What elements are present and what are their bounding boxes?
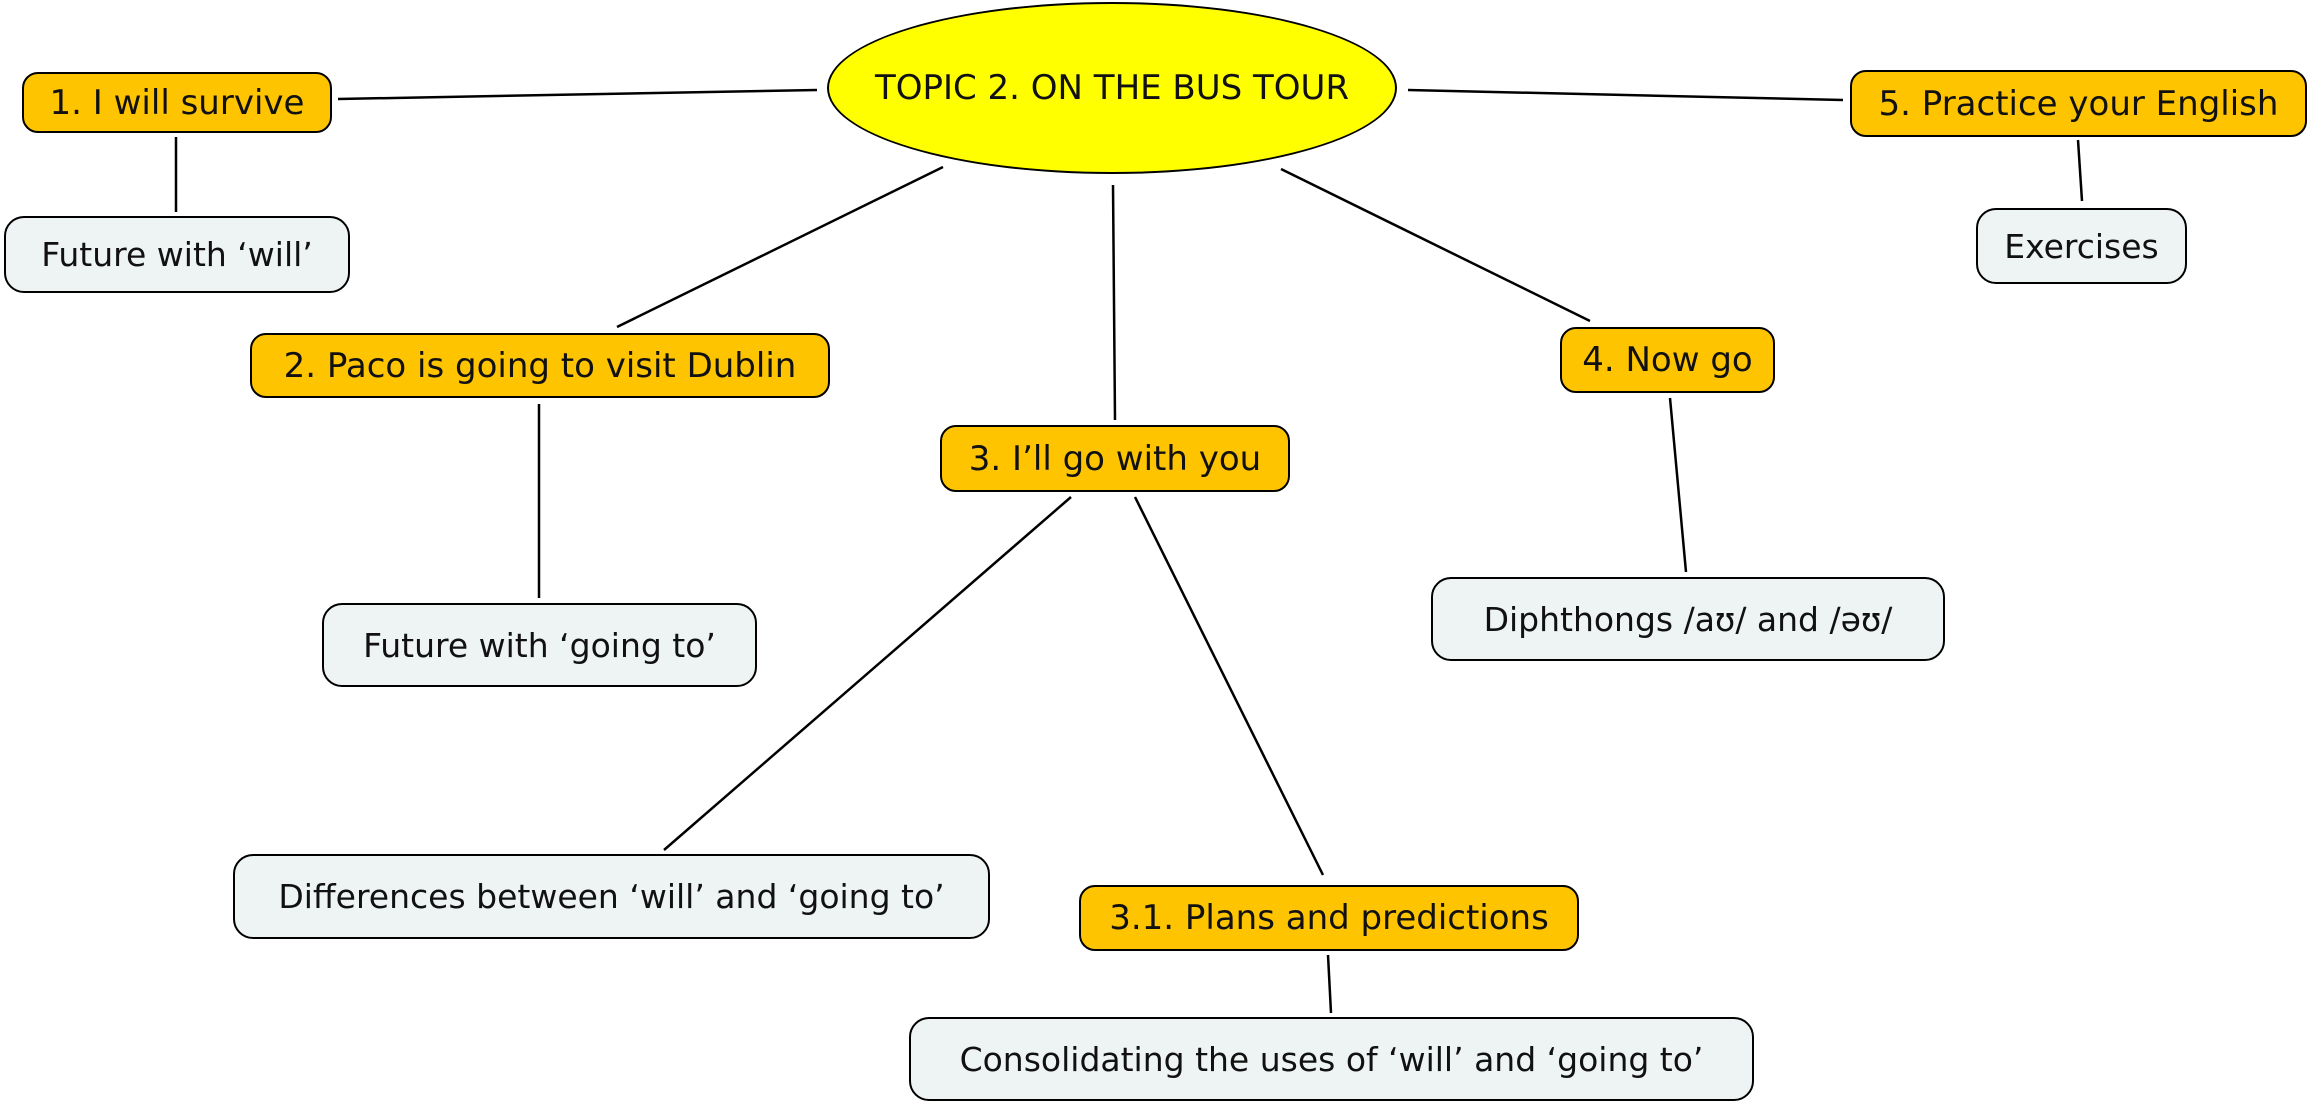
concept-node-future-going-to: Future with ‘going to’ bbox=[322, 603, 757, 687]
concept-node-differences: Differences between ‘will’ and ‘going to… bbox=[233, 854, 990, 939]
topic-node-1-label: 1. I will survive bbox=[49, 82, 305, 123]
link-t31-c31 bbox=[1326, 954, 1333, 1014]
topic-node-5-label: 5. Practice your English bbox=[1878, 83, 2279, 124]
concept-node-future-will-label: Future with ‘will’ bbox=[41, 235, 313, 274]
topic-node-5: 5. Practice your English bbox=[1850, 70, 2307, 137]
topic-node-3-1-label: 3.1. Plans and predictions bbox=[1109, 898, 1549, 938]
concept-node-diphthongs-label: Diphthongs /aʊ/ and /əʊ/ bbox=[1483, 599, 1893, 639]
link-root-t1 bbox=[337, 88, 818, 101]
link-t5-c5 bbox=[2076, 139, 2084, 202]
link-root-t5 bbox=[1407, 88, 1844, 102]
concept-node-differences-label: Differences between ‘will’ and ‘going to… bbox=[278, 877, 945, 916]
topic-node-3: 3. I’ll go with you bbox=[940, 425, 1290, 492]
link-t3-t31 bbox=[1133, 496, 1325, 876]
concept-node-future-going-to-label: Future with ‘going to’ bbox=[363, 625, 716, 665]
topic-node-4: 4. Now go bbox=[1560, 327, 1775, 393]
concept-node-future-will: Future with ‘will’ bbox=[4, 216, 350, 293]
topic-node-3-label: 3. I’ll go with you bbox=[968, 438, 1262, 479]
topic-node-2-label: 2. Paco is going to visit Dublin bbox=[283, 345, 797, 386]
root-topic-label: TOPIC 2. ON THE BUS TOUR bbox=[874, 68, 1350, 108]
topic-node-4-label: 4. Now go bbox=[1582, 340, 1753, 380]
link-t3-c3 bbox=[663, 496, 1072, 851]
topic-node-3-1: 3.1. Plans and predictions bbox=[1079, 885, 1579, 951]
concept-node-diphthongs: Diphthongs /aʊ/ and /əʊ/ bbox=[1431, 577, 1945, 661]
topic-node-1: 1. I will survive bbox=[22, 72, 332, 133]
link-root-t3 bbox=[1111, 184, 1117, 421]
link-root-t4 bbox=[1280, 167, 1591, 323]
link-root-t2 bbox=[616, 165, 944, 329]
concept-node-exercises-label: Exercises bbox=[2004, 226, 2159, 266]
concept-node-exercises: Exercises bbox=[1976, 208, 2187, 284]
concept-node-consolidating-label: Consolidating the uses of ‘will’ and ‘go… bbox=[959, 1039, 1704, 1079]
topic-node-2: 2. Paco is going to visit Dublin bbox=[250, 333, 830, 398]
link-t4-c4 bbox=[1668, 397, 1688, 573]
concept-node-consolidating: Consolidating the uses of ‘will’ and ‘go… bbox=[909, 1017, 1754, 1101]
root-topic-ellipse: TOPIC 2. ON THE BUS TOUR bbox=[827, 2, 1397, 174]
